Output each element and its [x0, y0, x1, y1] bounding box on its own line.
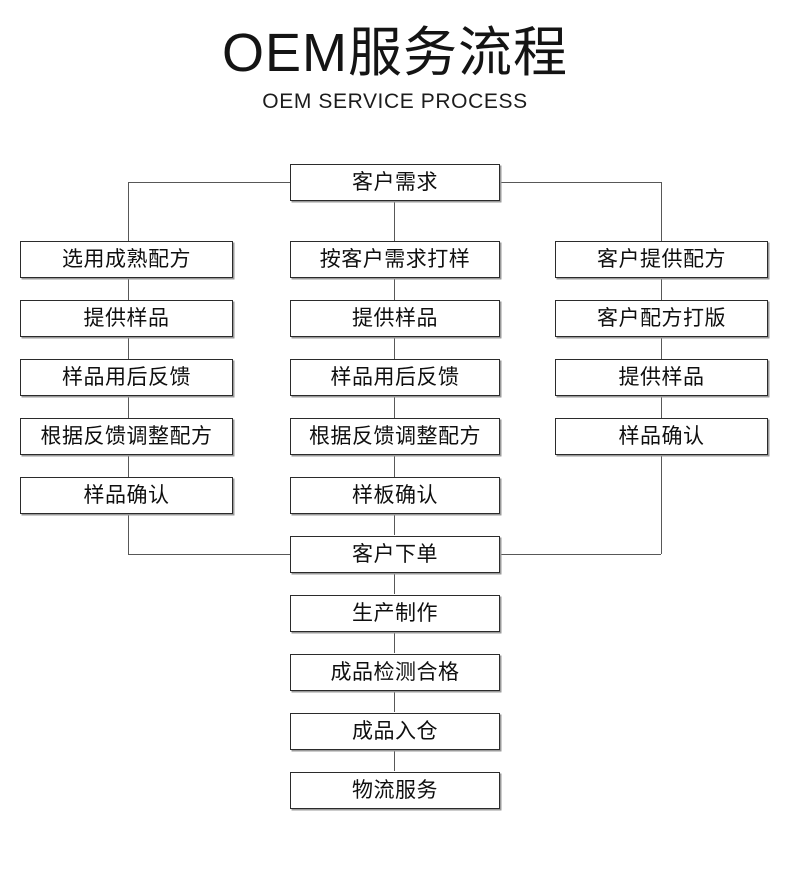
node-tail-production[interactable]: 生产制作	[290, 595, 500, 632]
connector-left-branch-down	[128, 182, 129, 241]
connector-tail-2-3	[394, 631, 395, 653]
connector-right-1-2	[661, 278, 662, 300]
connector-left-1-2	[128, 278, 129, 300]
node-left-step-4[interactable]: 根据反馈调整配方	[20, 418, 233, 455]
node-right-step-2[interactable]: 客户配方打版	[555, 300, 768, 337]
connector-mid-4-5	[394, 455, 395, 477]
page-title: OEM服务流程	[221, 23, 568, 83]
node-right-step-1[interactable]: 客户提供配方	[555, 241, 768, 278]
connector-left-3-4	[128, 396, 129, 418]
connector-start-right	[500, 182, 661, 183]
node-left-step-1[interactable]: 选用成熟配方	[20, 241, 233, 278]
connector-left-2-3	[128, 337, 129, 359]
connector-start-left	[128, 182, 290, 183]
page-subtitle: OEM SERVICE PROCESS	[262, 90, 528, 113]
node-middle-step-5[interactable]: 样板确认	[290, 477, 500, 514]
connector-tail-1-2	[394, 572, 395, 594]
connector-left-to-order-across	[128, 554, 290, 555]
connector-right-to-order-down	[661, 454, 662, 554]
node-left-step-2[interactable]: 提供样品	[20, 300, 233, 337]
node-middle-step-4[interactable]: 根据反馈调整配方	[290, 418, 500, 455]
connector-mid-2-3	[394, 337, 395, 359]
node-tail-inspection[interactable]: 成品检测合格	[290, 654, 500, 691]
connector-tail-4-5	[394, 749, 395, 771]
connector-tail-3-4	[394, 690, 395, 712]
connector-right-3-4	[661, 396, 662, 418]
node-right-step-4[interactable]: 样品确认	[555, 418, 768, 455]
node-middle-step-1[interactable]: 按客户需求打样	[290, 241, 500, 278]
connector-mid-3-4	[394, 396, 395, 418]
connector-right-to-order-across	[500, 554, 661, 555]
connector-right-branch-down	[661, 182, 662, 241]
node-tail-warehouse[interactable]: 成品入仓	[290, 713, 500, 750]
node-middle-step-2[interactable]: 提供样品	[290, 300, 500, 337]
node-left-step-5[interactable]: 样品确认	[20, 477, 233, 514]
node-right-step-3[interactable]: 提供样品	[555, 359, 768, 396]
node-tail-logistics[interactable]: 物流服务	[290, 772, 500, 809]
connector-left-to-order-down	[128, 513, 129, 554]
node-middle-step-3[interactable]: 样品用后反馈	[290, 359, 500, 396]
connector-right-2-3	[661, 337, 662, 359]
connector-mid-to-order	[394, 513, 395, 535]
node-tail-order[interactable]: 客户下单	[290, 536, 500, 573]
connector-mid-1-2	[394, 278, 395, 300]
connector-left-4-5	[128, 455, 129, 477]
node-left-step-3[interactable]: 样品用后反馈	[20, 359, 233, 396]
node-customer-requirement[interactable]: 客户需求	[290, 164, 500, 201]
connector-start-down	[394, 200, 395, 241]
